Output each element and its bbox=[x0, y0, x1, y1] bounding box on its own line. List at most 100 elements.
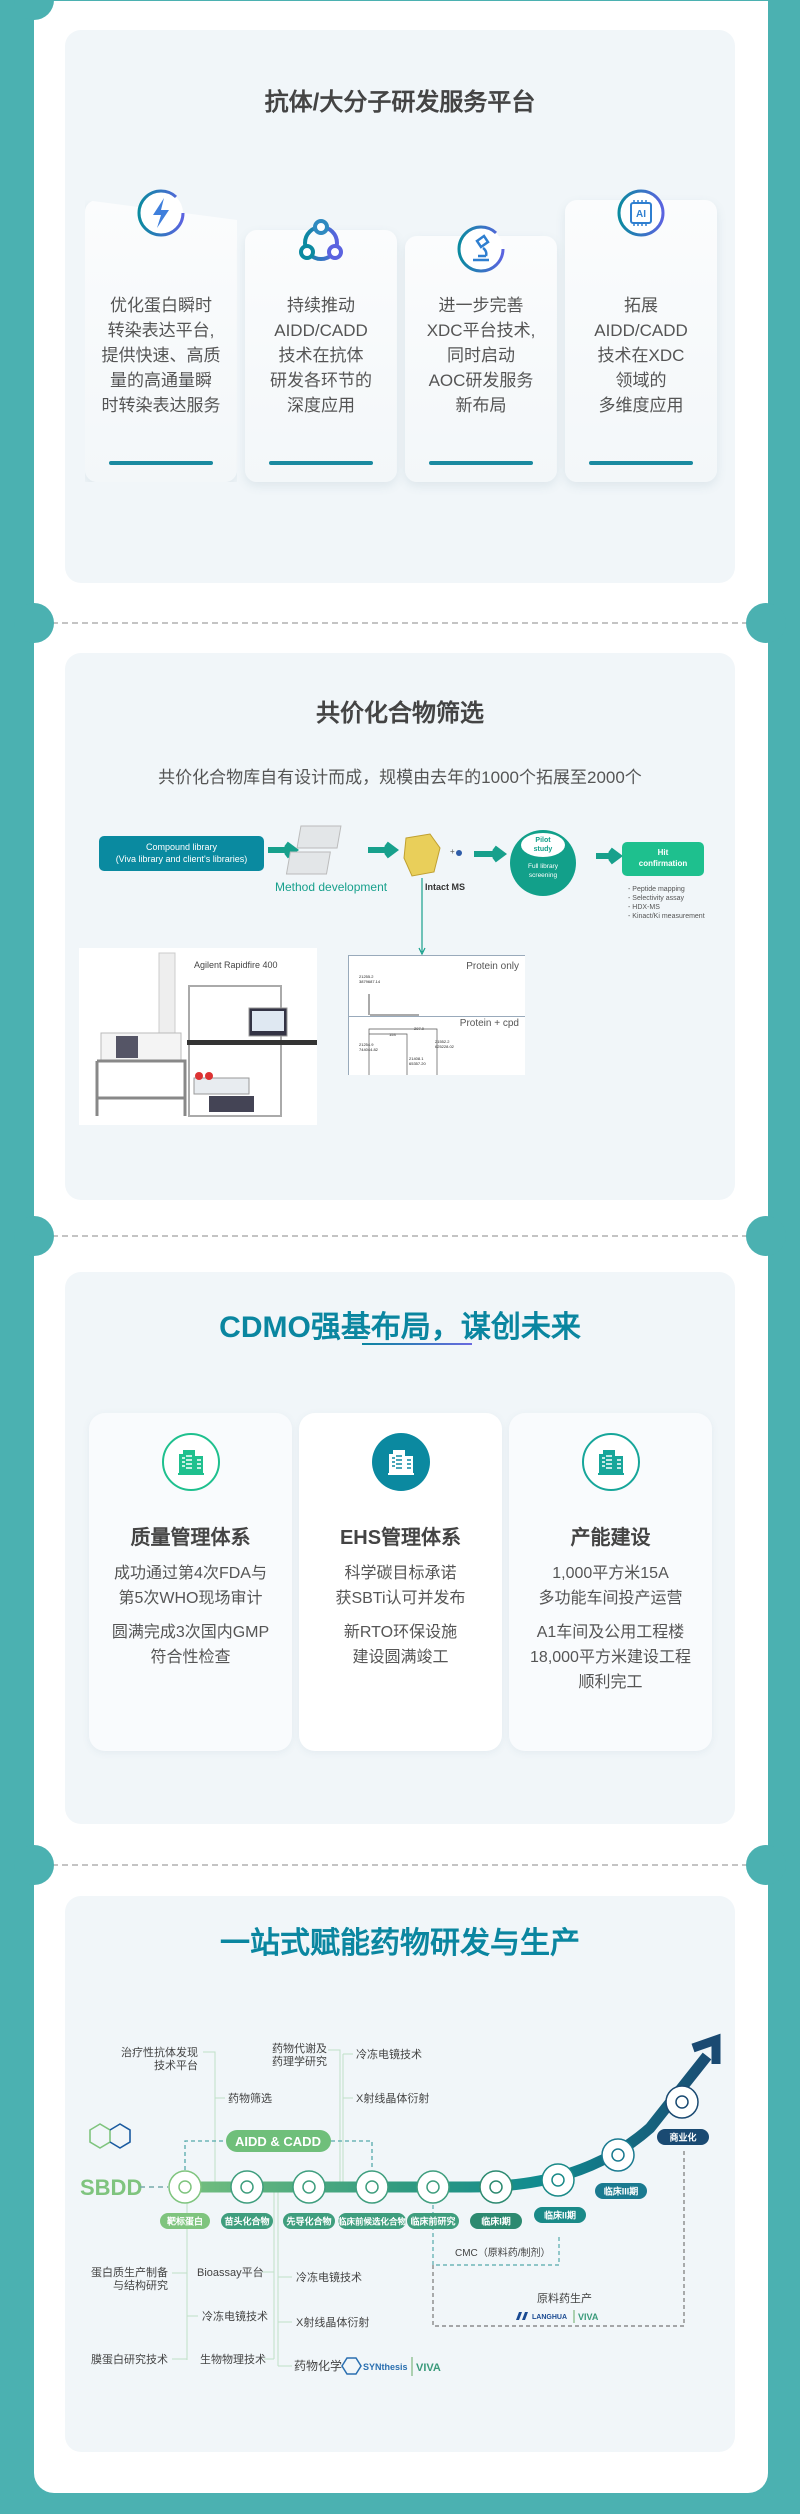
synthesis-viva-logo: SYNthesis VIVA bbox=[341, 2357, 441, 2376]
lower-label: 蛋白质生产制备 bbox=[91, 2265, 168, 2279]
section-title: 抗体/大分子研发服务平台 bbox=[264, 89, 536, 116]
stage-pill bbox=[407, 2213, 459, 2229]
upper-label: 冷冻电镜技术 bbox=[356, 2047, 422, 2061]
section-divider bbox=[52, 622, 748, 624]
svg-text:AIDD & CADD: AIDD & CADD bbox=[235, 2134, 321, 2149]
card-text: 优化蛋白瞬时 转染表达平台, 提供快速、高质 量的高通量瞬 时转染表达服务 bbox=[101, 296, 221, 415]
peak-label: 21254.9 744044.82 bbox=[359, 1042, 378, 1052]
stage-label: 临床II期 bbox=[544, 2210, 576, 2221]
instrument-illustration bbox=[95, 952, 317, 1117]
aidd-cadd-badge bbox=[226, 2130, 331, 2152]
lower-label: 膜蛋白研究技术 bbox=[91, 2352, 168, 2366]
upper-label: 技术平台 bbox=[154, 2058, 198, 2072]
sbdd-molecule-icon bbox=[89, 2123, 131, 2149]
workflow-arrows: + bbox=[268, 825, 623, 956]
stage-label: 临床前候选化合物 bbox=[338, 2217, 407, 2227]
list-item: - HDX-MS bbox=[628, 904, 660, 911]
stage-pill bbox=[657, 2129, 709, 2145]
stage-label: 临床I期 bbox=[481, 2216, 511, 2227]
service-card bbox=[85, 200, 237, 482]
card-text: A1车间及公用工程楼 18,000平方米建设工程 顺利完工 bbox=[530, 1624, 691, 1691]
lower-label: 药物化学 bbox=[294, 2358, 342, 2373]
section-title: CDMO强基布局，谋创未来 bbox=[219, 1311, 581, 1344]
service-card-content: 优化蛋白瞬时 转染表达平台, 提供快速、高质 量的高通量瞬 时转染表达服务 bbox=[85, 189, 237, 482]
protein-only-label: Protein only bbox=[466, 961, 519, 972]
building-icon bbox=[581, 1433, 640, 1491]
factory-icon-glyph bbox=[675, 2095, 689, 2109]
section-divider bbox=[52, 1235, 748, 1237]
cdmo-card-quality: 质量管理体系 成功通过第4次FDA与 第5次WHO现场审计 圆满完成3次国内GM… bbox=[89, 1413, 292, 1751]
compound-library-box: Compound library (Viva library and clien… bbox=[99, 836, 264, 871]
pill-icon bbox=[601, 2138, 635, 2172]
stage-pill bbox=[338, 2213, 406, 2229]
card-text: 拓展 AIDD/CADD 技术在XDC 领域的 多维度应用 bbox=[594, 296, 688, 415]
microscope-icon bbox=[230, 2170, 264, 2204]
mass-shift-label: 297.0 bbox=[414, 1026, 425, 1031]
service-card: 持续推动 AIDD/CADD 技术在抗体 研发各环节的 深度应用 bbox=[245, 219, 397, 482]
lower-label: 冷冻电镜技术 bbox=[202, 2309, 268, 2323]
divider-notch-right bbox=[746, 603, 786, 643]
pill-icon-glyph bbox=[551, 2173, 565, 2187]
upper-label: 药物筛选 bbox=[228, 2091, 272, 2105]
card-title: 产能建设 bbox=[570, 1527, 651, 1549]
corner-notch bbox=[14, 0, 54, 20]
target-icon bbox=[168, 2170, 202, 2204]
peak-label: 21255.2 3879687.14 bbox=[359, 974, 381, 984]
molecule-icon bbox=[292, 2170, 326, 2204]
building-icon bbox=[371, 1433, 430, 1491]
pilot-study-label: Pilot study bbox=[521, 833, 565, 857]
instrument-image: Agilent Rapidfire 400 bbox=[79, 948, 317, 1125]
section-subtitle: 共价化合物库自有设计而成，规模由去年的1000个拓展至2000个 bbox=[158, 768, 642, 787]
card-text: 1,000平方米15A 多功能车间投产运营 bbox=[538, 1565, 683, 1607]
microscope-icon-glyph bbox=[240, 2180, 254, 2194]
intact-ms-label: Intact MS bbox=[425, 882, 466, 892]
pilot-study-circle: Pilot study Full library screening bbox=[510, 830, 576, 896]
section-title: 共价化合物筛选 bbox=[316, 700, 484, 727]
ai-chip-icon: AI bbox=[617, 189, 665, 237]
service-card: AI 拓展 AIDD/CADD 技术在XDC 领域的 多维度应用 bbox=[565, 189, 717, 482]
pipeline-diagram: 治疗性抗体发现 技术平台 药物筛选 药物代谢及 药理学研究 冷冻电镜技术 X射线… bbox=[80, 2033, 721, 2376]
full-library-screening-label: Full library screening bbox=[528, 863, 558, 879]
peak-label: 21408.1 65357.20 bbox=[409, 1056, 426, 1066]
divider-notch-left bbox=[14, 1845, 54, 1885]
pill-icon-glyph bbox=[611, 2148, 625, 2162]
list-item: - Peptide mapping bbox=[628, 886, 685, 893]
card-text: 持续推动 AIDD/CADD 技术在抗体 研发各环节的 深度应用 bbox=[270, 296, 372, 415]
sbdd-label: SBDD bbox=[80, 2175, 142, 2200]
stage-label: 先导化合物 bbox=[286, 2216, 331, 2227]
hit-confirmation-box: Hit confirmation bbox=[622, 842, 704, 876]
building-icon bbox=[161, 1433, 220, 1491]
svg-text:SYNthesis: SYNthesis bbox=[363, 2362, 408, 2372]
stage-pill bbox=[470, 2213, 522, 2229]
section-divider bbox=[52, 1864, 748, 1866]
microscope-icon bbox=[457, 225, 505, 273]
pill-icon-glyph bbox=[489, 2180, 503, 2194]
card-underline bbox=[429, 461, 533, 465]
title-underline bbox=[362, 1343, 472, 1345]
list-item: - Selectivity assay bbox=[628, 895, 685, 902]
card-underline bbox=[269, 461, 373, 465]
stage-pill bbox=[595, 2183, 647, 2199]
stage-label: 临床前研究 bbox=[410, 2216, 455, 2227]
hexagon-icon bbox=[355, 2170, 389, 2204]
lower-label: X射线晶体衍射 bbox=[296, 2315, 369, 2329]
stage-pill bbox=[534, 2207, 586, 2223]
card-underline bbox=[589, 461, 693, 465]
card-text: 圆满完成3次国内GMP 符合性检查 bbox=[111, 1624, 270, 1666]
stage-label: 苗头化合物 bbox=[224, 2216, 269, 2227]
card-text: 新RTO环保设施 建设圆满竣工 bbox=[343, 1624, 458, 1666]
upper-label: 药物代谢及 bbox=[272, 2041, 327, 2055]
hit-methods-list: - Peptide mapping - Selectivity assay - … bbox=[628, 885, 705, 921]
stage-label: 靶标蛋白 bbox=[167, 2216, 203, 2227]
hexagon-icon-glyph bbox=[365, 2180, 379, 2194]
method-development-label: Method development bbox=[275, 880, 388, 894]
svg-text:VIVA: VIVA bbox=[416, 2362, 441, 2374]
arrow-head bbox=[691, 2033, 721, 2064]
lower-label: 冷冻电镜技术 bbox=[296, 2270, 362, 2284]
stage-label: 临床III期 bbox=[604, 2186, 639, 2197]
protein-cpd-label: Protein + cpd bbox=[459, 1018, 519, 1029]
pill-icon bbox=[541, 2163, 575, 2197]
svg-text:+: + bbox=[450, 847, 455, 856]
card-text: 进一步完善 XDC平台技术, 同时启动 AOC研发服务 新布局 bbox=[426, 296, 536, 415]
divider-notch-right bbox=[746, 1845, 786, 1885]
